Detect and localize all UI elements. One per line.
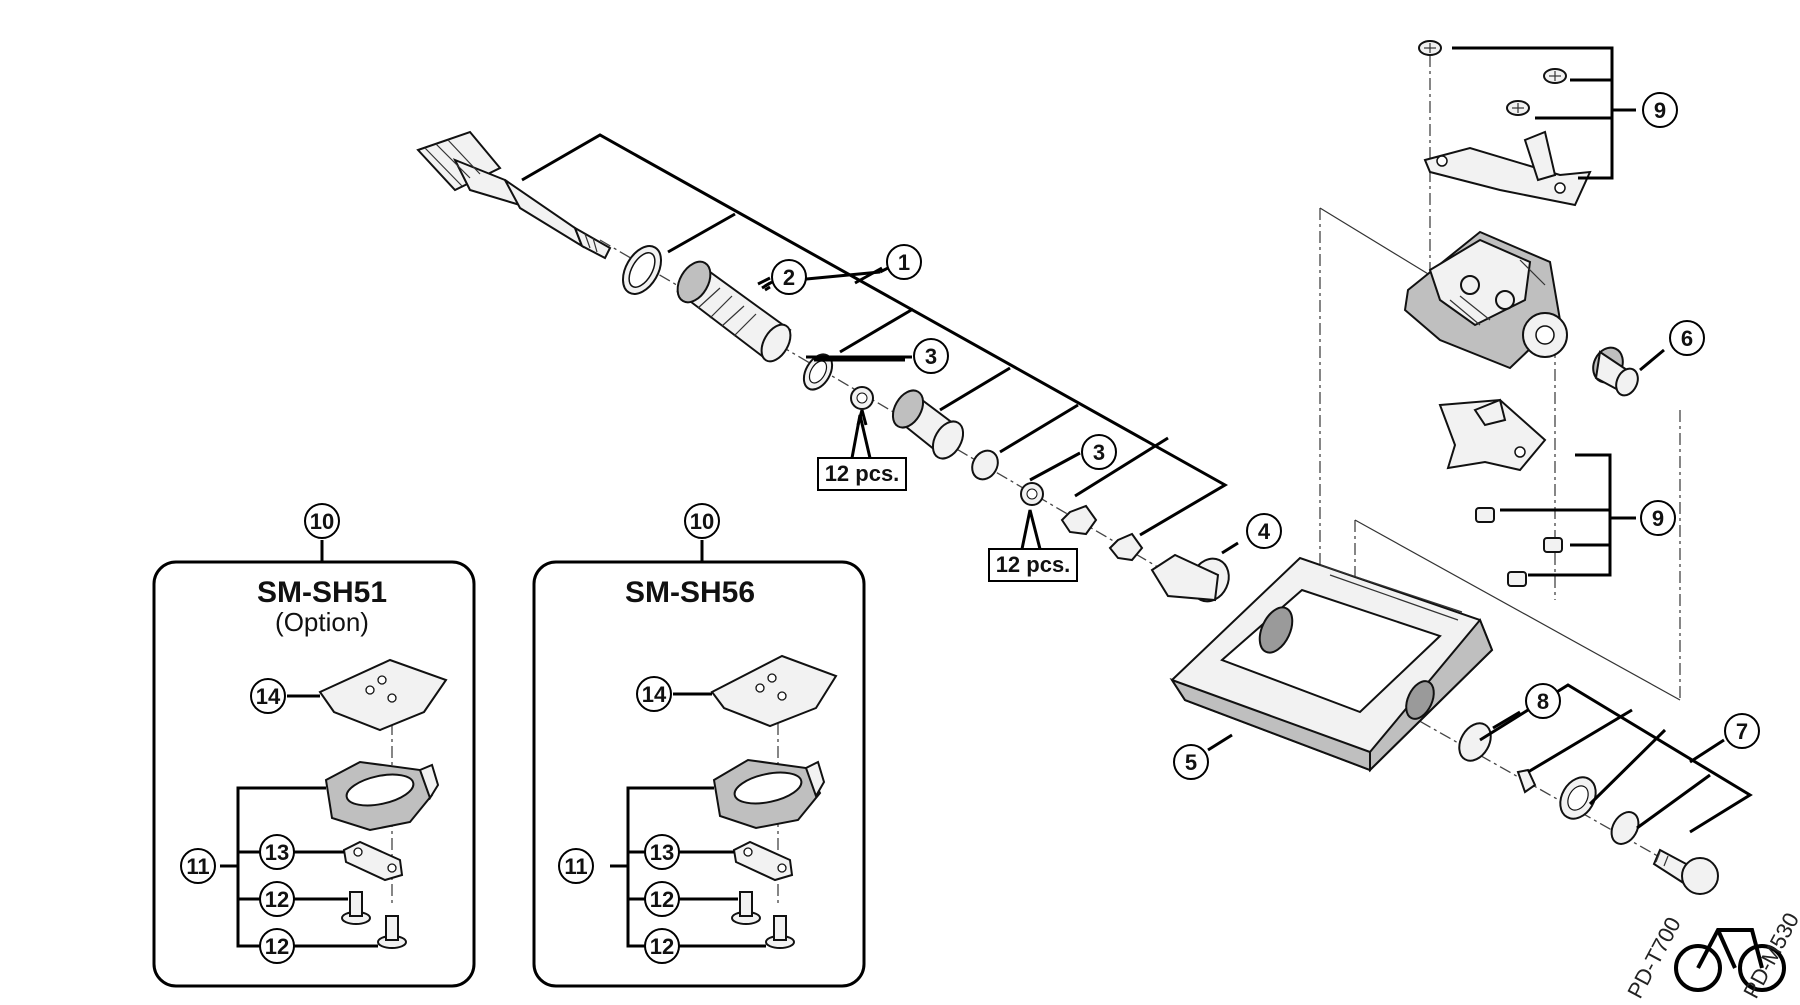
- cone-bushing: [676, 260, 792, 363]
- cleat-bolt-2: [765, 915, 795, 949]
- svg-text:11: 11: [564, 854, 587, 879]
- end-nut: [1108, 532, 1144, 562]
- callout-3-lower: 3: [1081, 434, 1117, 470]
- svg-text:6: 6: [1681, 326, 1693, 351]
- clip-spring: [1150, 553, 1220, 602]
- snap-ring: [1458, 722, 1492, 762]
- callout-12b-sh56: 12: [644, 928, 680, 964]
- callout-11-sh51: 11: [180, 848, 216, 884]
- callout-14-sh51: 14: [250, 678, 286, 714]
- screw-top-1: [1418, 40, 1442, 56]
- cleat-set-box-sh56: 10 SM-SH56 14: [532, 503, 866, 988]
- lock-nut: [1060, 504, 1098, 536]
- callout-13-sh56: 13: [644, 834, 680, 870]
- callout-10-sh56: 10: [684, 503, 720, 539]
- svg-text:8: 8: [1537, 689, 1549, 714]
- callout-12a-sh51: 12: [259, 881, 295, 917]
- pedal-cage: [1169, 556, 1494, 773]
- cleat: [712, 758, 826, 830]
- small-washer: [1610, 811, 1640, 845]
- screw-bottom-2: [1543, 537, 1563, 553]
- callout-10-sh51: 10: [304, 503, 340, 539]
- callout-4: 4: [1246, 513, 1282, 549]
- svg-text:3: 3: [1093, 440, 1105, 465]
- bicycle-icon: [1674, 928, 1786, 992]
- svg-text:12: 12: [650, 934, 674, 959]
- screw-bottom-3: [1507, 571, 1527, 587]
- svg-text:5: 5: [1185, 750, 1197, 775]
- callout-11-sh56: 11: [558, 848, 594, 884]
- sleeve: [891, 389, 965, 460]
- svg-text:10: 10: [690, 509, 714, 534]
- cleat-model-sh56: SM-SH56: [625, 576, 755, 609]
- callout-1: 1: [886, 244, 922, 280]
- svg-text:9: 9: [1652, 506, 1664, 531]
- bushing-6: [1592, 346, 1639, 397]
- svg-text:12: 12: [265, 887, 289, 912]
- shim-plate: [318, 658, 448, 732]
- svg-text:1: 1: [898, 250, 910, 275]
- svg-text:11: 11: [186, 854, 209, 879]
- callout-2: 2: [771, 259, 807, 295]
- binding-mechanism: [1403, 230, 1568, 370]
- callout-9-lower: 9: [1640, 500, 1676, 536]
- cleat-set-box-sh51: 10 SM-SH51 (Option): [152, 503, 476, 988]
- callout-12b-sh51: 12: [259, 928, 295, 964]
- shim-plate: [710, 654, 838, 728]
- cleat-bolt-2: [377, 915, 407, 949]
- callout-3-upper: 3: [913, 338, 949, 374]
- watermark-model-left: PD-T700: [1622, 913, 1685, 1002]
- callout-9-upper: 9: [1642, 92, 1678, 128]
- svg-text:13: 13: [265, 840, 289, 865]
- qty-label-lower: 12 pcs.: [988, 509, 1078, 582]
- screw-bottom-1: [1475, 507, 1495, 523]
- screw-top-2: [1543, 68, 1567, 84]
- cleat-bolt-1: [341, 891, 371, 925]
- svg-text:10: 10: [310, 509, 334, 534]
- screw-top-3: [1506, 100, 1530, 116]
- svg-text:12 pcs.: 12 pcs.: [996, 552, 1071, 577]
- svg-text:13: 13: [650, 840, 674, 865]
- cleat-note-sh51: (Option): [275, 607, 369, 637]
- callout-12a-sh56: 12: [644, 881, 680, 917]
- callout-7: 7: [1724, 713, 1760, 749]
- end-bolt: [1652, 848, 1719, 895]
- callout-14-sh56: 14: [636, 676, 672, 712]
- svg-text:7: 7: [1736, 719, 1748, 744]
- axle-spindle: [416, 130, 612, 260]
- callout-13-sh51: 13: [259, 834, 295, 870]
- callout-8: 8: [1525, 683, 1561, 719]
- pedal-body-group: [1150, 40, 1753, 895]
- callout-5: 5: [1173, 744, 1209, 780]
- svg-text:2: 2: [783, 265, 795, 290]
- ball-bearings-lower: [1020, 482, 1044, 506]
- upper-plate: [1423, 146, 1592, 207]
- svg-text:3: 3: [925, 344, 937, 369]
- qty-label-upper: 12 pcs.: [817, 409, 907, 491]
- svg-text:14: 14: [642, 682, 667, 707]
- callout-6: 6: [1669, 320, 1705, 356]
- svg-text:12: 12: [265, 934, 289, 959]
- svg-text:14: 14: [256, 684, 281, 709]
- svg-text:9: 9: [1654, 98, 1666, 123]
- upper-plate-tab: [1523, 130, 1557, 182]
- svg-text:12: 12: [650, 887, 674, 912]
- c-clip: [1516, 768, 1537, 794]
- axle-assembly: [416, 130, 1229, 581]
- svg-text:12 pcs.: 12 pcs.: [825, 461, 900, 486]
- ball-bearings-upper: [850, 386, 874, 410]
- spacer: [971, 449, 999, 481]
- svg-text:4: 4: [1258, 519, 1271, 544]
- cleat-bolt-1: [731, 891, 761, 925]
- cleat: [324, 760, 440, 832]
- cleat-model-sh51: SM-SH51: [257, 576, 387, 609]
